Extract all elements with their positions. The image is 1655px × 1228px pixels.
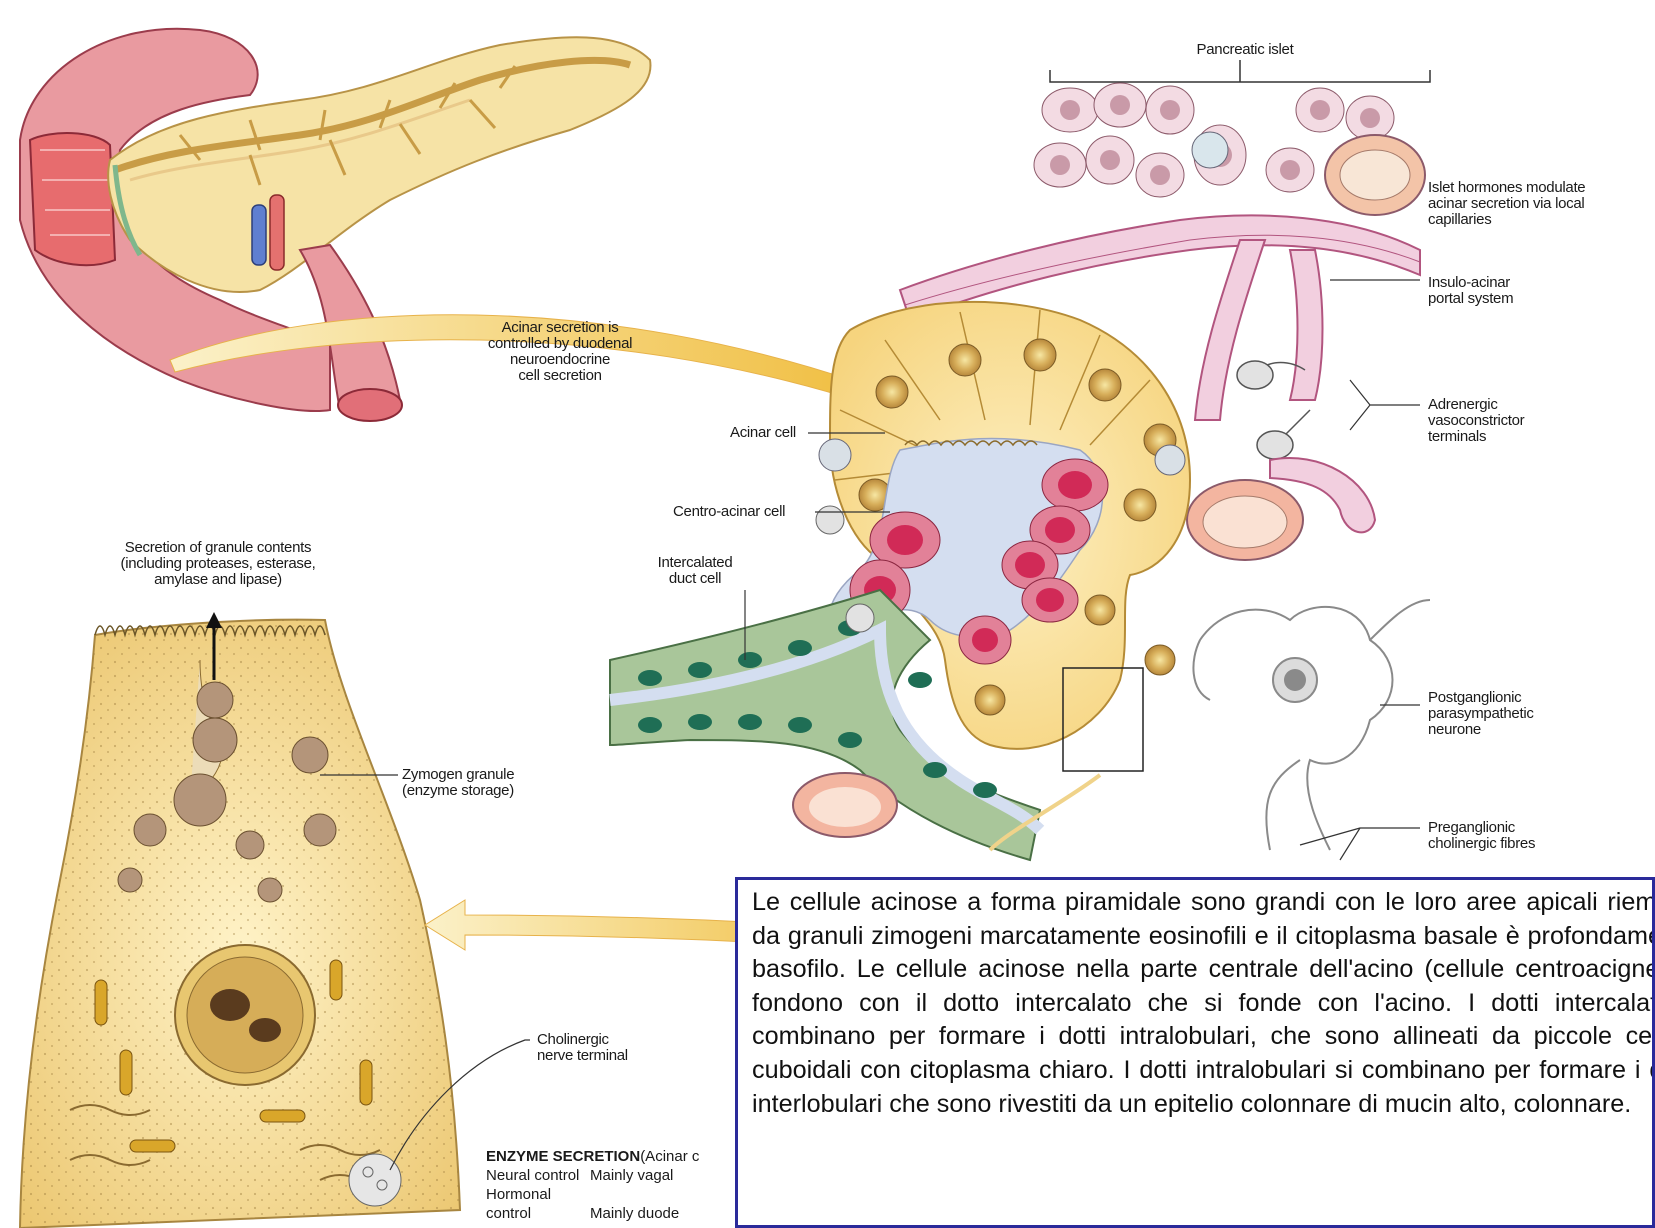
enzyme-table-title: ENZYME SECRETION <box>486 1148 640 1165</box>
label-secretion-granule: Secretion of granule contents (including… <box>98 540 338 588</box>
label-insulo-acinar: Insulo-acinar portal system <box>1428 275 1513 307</box>
label-acinar-cell: Acinar cell <box>730 425 796 441</box>
enzyme-row-label: Hormonal control <box>486 1185 590 1223</box>
enzyme-row-value: Mainly duode <box>590 1204 679 1223</box>
label-postganglionic: Postganglionic parasympathetic neurone <box>1428 690 1534 738</box>
enzyme-row-value: Mainly vagal <box>590 1166 673 1185</box>
description-text: Le cellule acinose a forma piramidale so… <box>752 886 1655 1121</box>
label-acinar-secretion: Acinar secretion is controlled by duoden… <box>460 320 660 384</box>
label-cholinergic-terminal: Cholinergic nerve terminal <box>537 1032 628 1064</box>
label-zymogen-granule: Zymogen granule (enzyme storage) <box>402 767 514 799</box>
description-textbox: Le cellule acinose a forma piramidale so… <box>735 877 1655 1228</box>
parasympathetic-neurone <box>1193 600 1430 850</box>
label-islet-hormones: Islet hormones modulate acinar secretion… <box>1428 180 1585 228</box>
label-intercalated-duct-cell: Intercalated duct cell <box>650 555 740 587</box>
label-centro-acinar-cell: Centro-acinar cell <box>673 504 785 520</box>
enzyme-secretion-table: ENZYME SECRETION (Acinar c Neural contro… <box>486 1147 699 1223</box>
enzyme-table-title-suffix: (Acinar c <box>640 1147 699 1166</box>
enzyme-row-label: Neural control <box>486 1166 590 1185</box>
acinar-cell-detail <box>20 620 460 1228</box>
label-pancreatic-islet: Pancreatic islet <box>1185 42 1305 58</box>
label-adrenergic: Adrenergic vasoconstrictor terminals <box>1428 397 1524 445</box>
label-preganglionic: Preganglionic cholinergic fibres <box>1428 820 1535 852</box>
capillary-small <box>819 439 851 471</box>
